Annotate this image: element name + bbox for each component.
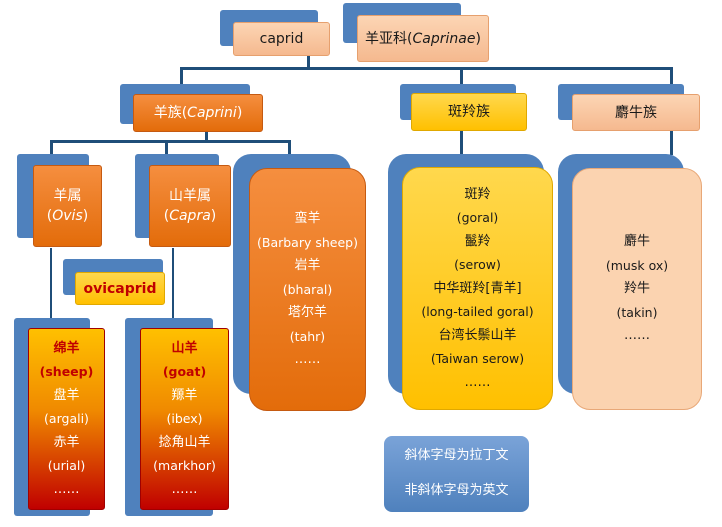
ovibovini-item: 羚牛 bbox=[623, 281, 650, 297]
ovibovini-list: 麝牛 (musk ox) 羚牛 (takin) …… bbox=[606, 230, 668, 348]
naemorhedini-item: …… bbox=[464, 374, 491, 390]
capra-box: 山羊属 (Capra) bbox=[149, 165, 231, 247]
sheep-item: 绵羊 bbox=[53, 340, 80, 356]
ovibovini-box: 麝牛族 bbox=[572, 94, 700, 131]
naemorhedini-item: 鬣羚 bbox=[464, 233, 491, 249]
sheep-list: 绵羊 (sheep) 盘羊 (argali) 赤羊 (urial) …… bbox=[40, 337, 94, 502]
sheep-item: 盘羊 bbox=[53, 387, 80, 403]
other-caprini-item: 蛮羊 bbox=[294, 211, 321, 227]
other-caprini-item: (Barbary sheep) bbox=[257, 234, 358, 250]
connector-horizontal-top bbox=[180, 67, 672, 70]
caprini-box: 羊族(Caprini) bbox=[133, 94, 263, 132]
connector-naemorhedini-down bbox=[460, 131, 463, 155]
goat-item: 山羊 bbox=[171, 340, 198, 356]
goat-item: (goat) bbox=[162, 364, 207, 380]
sheep-box: 绵羊 (sheep) 盘羊 (argali) 赤羊 (urial) …… bbox=[28, 328, 105, 510]
goat-item: …… bbox=[171, 481, 198, 497]
sheep-item: (sheep) bbox=[39, 364, 94, 380]
naemorhedini-list: 斑羚 (goral) 鬣羚 (serow) 中华斑羚[青羊] (long-tai… bbox=[421, 183, 533, 395]
goat-list: 山羊 (goat) 羱羊 (ibex) 捻角山羊 (markhor) …… bbox=[153, 337, 216, 502]
sheep-item: (argali) bbox=[44, 411, 89, 427]
connector-ovis-sheep bbox=[50, 248, 52, 328]
ovibovini-column-box: 麝牛 (musk ox) 羚牛 (takin) …… bbox=[572, 168, 702, 410]
legend-line-latin: 斜体字母为拉丁文 bbox=[404, 448, 509, 463]
other-caprini-box: 蛮羊 (Barbary sheep) 岩羊 (bharal) 塔尔羊 (tahr… bbox=[249, 168, 366, 411]
naemorhedini-item: 斑羚 bbox=[464, 186, 491, 202]
naemorhedini-column-box: 斑羚 (goral) 鬣羚 (serow) 中华斑羚[青羊] (long-tai… bbox=[402, 167, 553, 410]
ovicaprid-box: ovicaprid bbox=[75, 272, 165, 305]
connector-capra-goat bbox=[172, 248, 174, 328]
goat-item: 羱羊 bbox=[171, 387, 198, 403]
goat-item: (ibex) bbox=[166, 411, 203, 427]
connector-trunk bbox=[307, 55, 310, 69]
caprid-box: caprid bbox=[233, 22, 330, 56]
other-caprini-item: 塔尔羊 bbox=[287, 305, 327, 321]
ovibovini-item: 麝牛 bbox=[623, 234, 650, 250]
connector-drop-ovis bbox=[50, 140, 53, 154]
goat-item: (markhor) bbox=[153, 458, 216, 474]
connector-drop-capra bbox=[165, 140, 168, 154]
ovibovini-item: (musk ox) bbox=[605, 257, 669, 273]
other-caprini-item: (tahr) bbox=[289, 328, 326, 344]
ovis-zh: 羊属 bbox=[53, 188, 82, 204]
naemorhedini-item: (goral) bbox=[456, 210, 499, 226]
other-caprini-list: 蛮羊 (Barbary sheep) 岩羊 (bharal) 塔尔羊 (tahr… bbox=[257, 207, 358, 372]
naemorhedini-item: 台湾长鬃山羊 bbox=[438, 327, 517, 343]
connector-ovibovini-down bbox=[670, 131, 673, 155]
caprinae-label: 羊亚科(Caprinae) bbox=[365, 30, 481, 47]
capra-latin: (Capra) bbox=[163, 208, 217, 224]
connector-drop-caprini bbox=[180, 67, 183, 85]
goat-box: 山羊 (goat) 羱羊 (ibex) 捻角山羊 (markhor) …… bbox=[140, 328, 229, 510]
sheep-item: (urial) bbox=[47, 458, 86, 474]
ovibovini-item: …… bbox=[624, 328, 650, 344]
ovis-box: 羊属 (Ovis) bbox=[33, 165, 102, 247]
capra-zh: 山羊属 bbox=[169, 188, 211, 204]
naemorhedini-item: (long-tailed goral) bbox=[421, 304, 534, 320]
caprini-label: 羊族(Caprini) bbox=[153, 105, 243, 121]
connector-caprini-down bbox=[205, 132, 208, 142]
ovibovini-item: (takin) bbox=[616, 304, 658, 320]
naemorhedini-item: (Taiwan serow) bbox=[430, 351, 525, 367]
connector-drop-other-caprini bbox=[288, 140, 291, 154]
connector-drop-naemorhedini bbox=[460, 67, 463, 84]
naemorhedini-item: 中华斑羚[青羊] bbox=[433, 280, 522, 296]
other-caprini-item: (bharal) bbox=[282, 281, 333, 297]
caprid-label: caprid bbox=[259, 31, 304, 47]
ovis-latin: (Ovis) bbox=[46, 208, 89, 224]
legend-line-english: 非斜体字母为英文 bbox=[404, 483, 509, 498]
ovibovini-label: 麝牛族 bbox=[615, 104, 657, 121]
naemorhedini-box: 斑羚族 bbox=[411, 93, 527, 131]
sheep-item: 赤羊 bbox=[53, 434, 80, 450]
ovicaprid-label: ovicaprid bbox=[83, 280, 157, 297]
sheep-item: …… bbox=[53, 481, 80, 497]
naemorhedini-label: 斑羚族 bbox=[448, 104, 490, 120]
naemorhedini-item: (serow) bbox=[454, 257, 501, 273]
other-caprini-item: 岩羊 bbox=[294, 258, 321, 274]
legend-box: 斜体字母为拉丁文 非斜体字母为英文 bbox=[384, 436, 529, 512]
connector-horizontal-genera bbox=[50, 140, 290, 143]
caprinae-box: 羊亚科(Caprinae) bbox=[357, 15, 489, 62]
other-caprini-item: …… bbox=[294, 352, 321, 368]
connector-drop-ovibovini bbox=[670, 67, 673, 84]
goat-item: 捻角山羊 bbox=[158, 434, 211, 450]
